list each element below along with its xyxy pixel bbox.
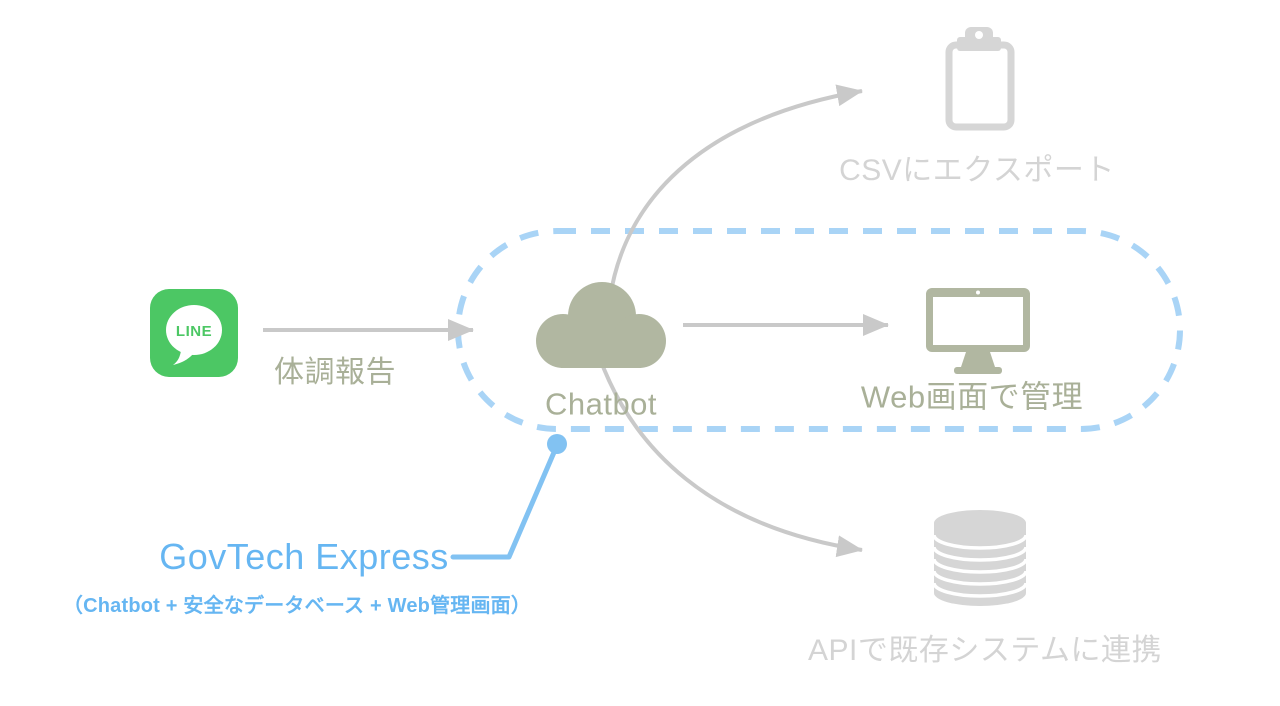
health-report-label: 体調報告 <box>274 356 396 389</box>
callout-anchor-dot <box>547 434 567 454</box>
csv-export-arrow <box>608 84 863 299</box>
monitor-icon <box>926 288 1030 374</box>
govtech-subtitle: （Chatbot + 安全なデータベース + Web管理画面） <box>62 595 532 617</box>
clipboard-icon <box>945 27 1015 131</box>
api-integration-label: APIで既存システムに連携 <box>808 634 1162 667</box>
database-icon <box>932 510 1028 606</box>
line-app-wordmark: LINE <box>176 323 212 340</box>
line-app-icon: LINE <box>150 289 238 377</box>
csv-export-label: CSVにエクスポート <box>839 154 1115 187</box>
web-admin-label: Web画面で管理 <box>860 379 1084 415</box>
api-integration-arrow <box>597 355 863 558</box>
govtech-title: GovTech Express <box>159 536 449 577</box>
callout-leader-line <box>450 447 558 560</box>
chatbot-label: Chatbot <box>544 386 658 422</box>
chatbot-cloud-icon <box>536 282 666 368</box>
